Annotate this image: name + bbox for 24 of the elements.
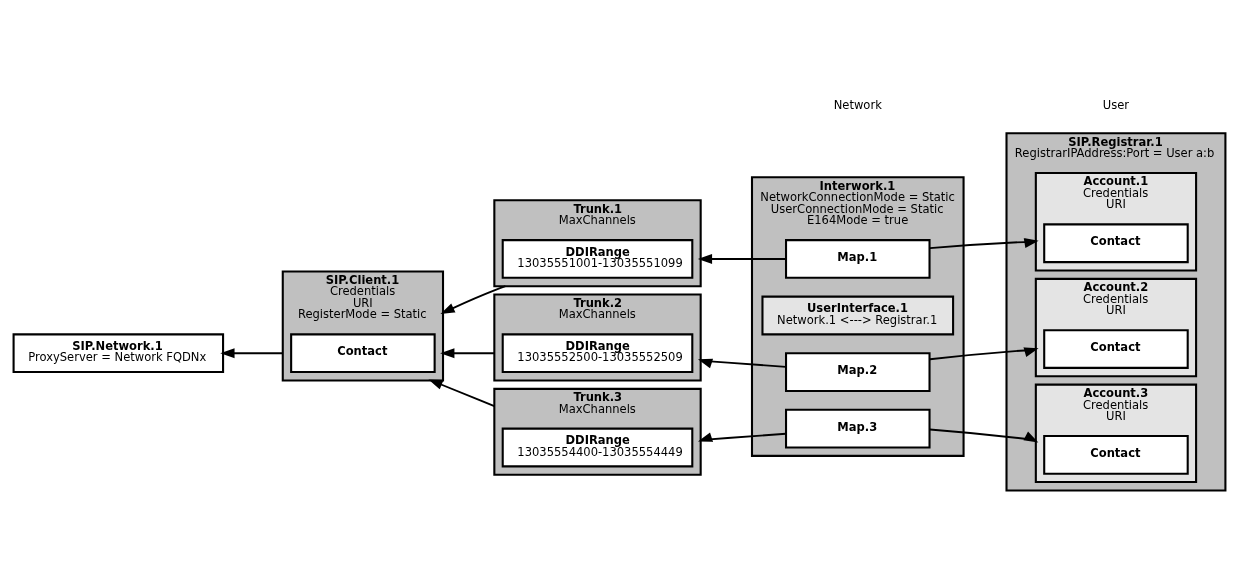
arrow <box>697 253 787 264</box>
arrow <box>697 432 787 442</box>
arrow <box>440 348 496 359</box>
node-box: DDIRange 13035552500-13035552509 <box>501 333 694 374</box>
arrow <box>220 348 284 359</box>
arrow <box>929 238 1039 250</box>
arrow <box>428 379 496 408</box>
node-box: Contact <box>290 333 436 374</box>
arrow <box>440 285 507 314</box>
arrow <box>929 347 1039 361</box>
node-box: DDIRange 13035554400-13035554449 <box>501 427 694 468</box>
node-box: Contact <box>1043 434 1189 475</box>
label: User <box>1102 97 1130 112</box>
arrow <box>929 428 1039 443</box>
node-box: Map.1 <box>785 239 931 279</box>
node-box: SIP.Network.1 ProxyServer = Network FQDNx <box>12 333 225 374</box>
arrow <box>697 358 787 369</box>
node-box: Map.3 <box>785 408 931 449</box>
node-box: Contact <box>1043 223 1189 264</box>
node-box: UserInterface.1 Network.1 <---> Registrar.1 <box>761 295 955 336</box>
node-box: Contact <box>1043 329 1189 369</box>
node-box: DDIRange 13035551001-13035551099 <box>501 239 694 279</box>
node-box: Map.2 <box>785 352 931 392</box>
label: Network <box>833 97 882 112</box>
